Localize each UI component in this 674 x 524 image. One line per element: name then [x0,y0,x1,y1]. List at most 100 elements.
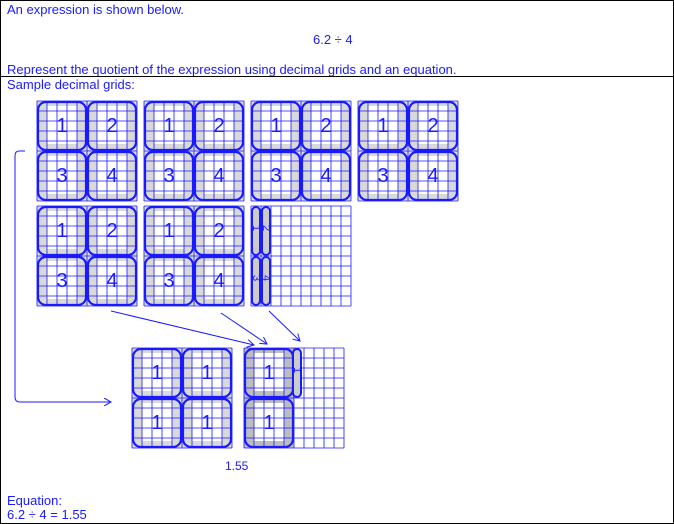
quadrant-label: 3 [163,270,174,292]
part-outline [143,150,195,202]
expression: 6.2 ÷ 4 [313,32,353,47]
quadrant-label: 2 [320,115,331,137]
strip-part [261,206,271,256]
part-outline [143,255,195,307]
quadrant-label-box [142,353,172,391]
part-outline [143,100,195,152]
quadrant-label: 4 [213,270,224,292]
equation-label: Equation: [7,493,62,508]
strip-label: 3 [250,275,262,281]
quadrant-label: 4 [106,270,117,292]
part-outline [143,205,195,257]
part-outline [243,397,295,449]
part-outline [86,205,138,257]
quadrant-label-box [204,211,234,249]
strip-part [251,256,261,306]
quadrant-label-box [47,156,77,194]
quadrant-label-box [254,403,284,441]
quadrant-label-box [192,353,222,391]
strip-part [292,348,302,398]
quadrant-label: 4 [213,165,224,187]
quadrant-label-box [47,261,77,299]
strip-label: 1 [291,367,303,373]
quadrant-label: 1 [263,362,274,384]
quadrant-label-box [97,106,127,144]
part-outline [357,100,409,152]
quadrant-label-box [47,211,77,249]
arrow [110,310,254,345]
quadrant-label-box [154,261,184,299]
quadrant-label: 2 [213,115,224,137]
part-outline [300,100,352,152]
quadrant-label-box [204,261,234,299]
quadrant-label: 2 [106,220,117,242]
quadrant-label: 1 [151,362,162,384]
part-outline [181,347,233,399]
divider [1,76,673,77]
part-outline [250,150,302,202]
quadrant-label-box [418,156,448,194]
quadrant-label: 1 [56,220,67,242]
quadrant-label-box [261,106,291,144]
sample-label: Sample decimal grids: [7,77,135,92]
quadrant-label: 1 [151,412,162,434]
part-outline [193,255,245,307]
part-outline [86,100,138,152]
part-outline [407,150,459,202]
arrow [268,310,300,341]
equation: 6.2 ÷ 4 = 1.55 [7,507,87,522]
part-outline [193,100,245,152]
quadrant-label-box [204,106,234,144]
part-outline [36,205,88,257]
quadrant-label: 1 [163,115,174,137]
quadrant-label: 2 [427,115,438,137]
quadrant-label-box [47,106,77,144]
quadrant-label: 3 [270,165,281,187]
quadrant-label-box [97,156,127,194]
quadrant-label: 4 [320,165,331,187]
quadrant-label: 1 [377,115,388,137]
quadrant-label: 3 [377,165,388,187]
part-outline [36,150,88,202]
part-outline [131,347,183,399]
quadrant-label-box [368,156,398,194]
quadrant-label-box [311,156,341,194]
strip-part [251,206,261,256]
quadrant-label: 3 [56,270,67,292]
part-outline [357,150,409,202]
part-outline [86,255,138,307]
strip-label: 2 [260,225,272,231]
quadrant-label: 1 [270,115,281,137]
result-value: 1.55 [225,459,249,473]
quadrant-label: 2 [106,115,117,137]
quadrant-label: 2 [213,220,224,242]
part-outline [36,100,88,152]
part-outline [193,205,245,257]
arrow [220,312,267,344]
quadrant-label-box [192,403,222,441]
quadrant-label-box [97,211,127,249]
quadrant-label-box [311,106,341,144]
quadrant-label: 1 [263,412,274,434]
quadrant-label-box [97,261,127,299]
quadrant-label-box [254,353,284,391]
strip-label: 4 [260,275,272,281]
quadrant-label-box [418,106,448,144]
quadrant-label: 1 [201,412,212,434]
quadrant-label: 4 [106,165,117,187]
strip-label: 1 [250,225,262,231]
quadrant-label-box [154,106,184,144]
quadrant-label: 1 [163,220,174,242]
quadrant-label-box [261,156,291,194]
quadrant-label: 3 [56,165,67,187]
part-outline [86,150,138,202]
intro-text: An expression is shown below. [7,2,185,17]
strip-part [261,256,271,306]
part-outline [300,150,352,202]
part-outline [131,397,183,449]
quadrant-label-box [154,156,184,194]
part-outline [407,100,459,152]
quadrant-label-box [204,156,234,194]
